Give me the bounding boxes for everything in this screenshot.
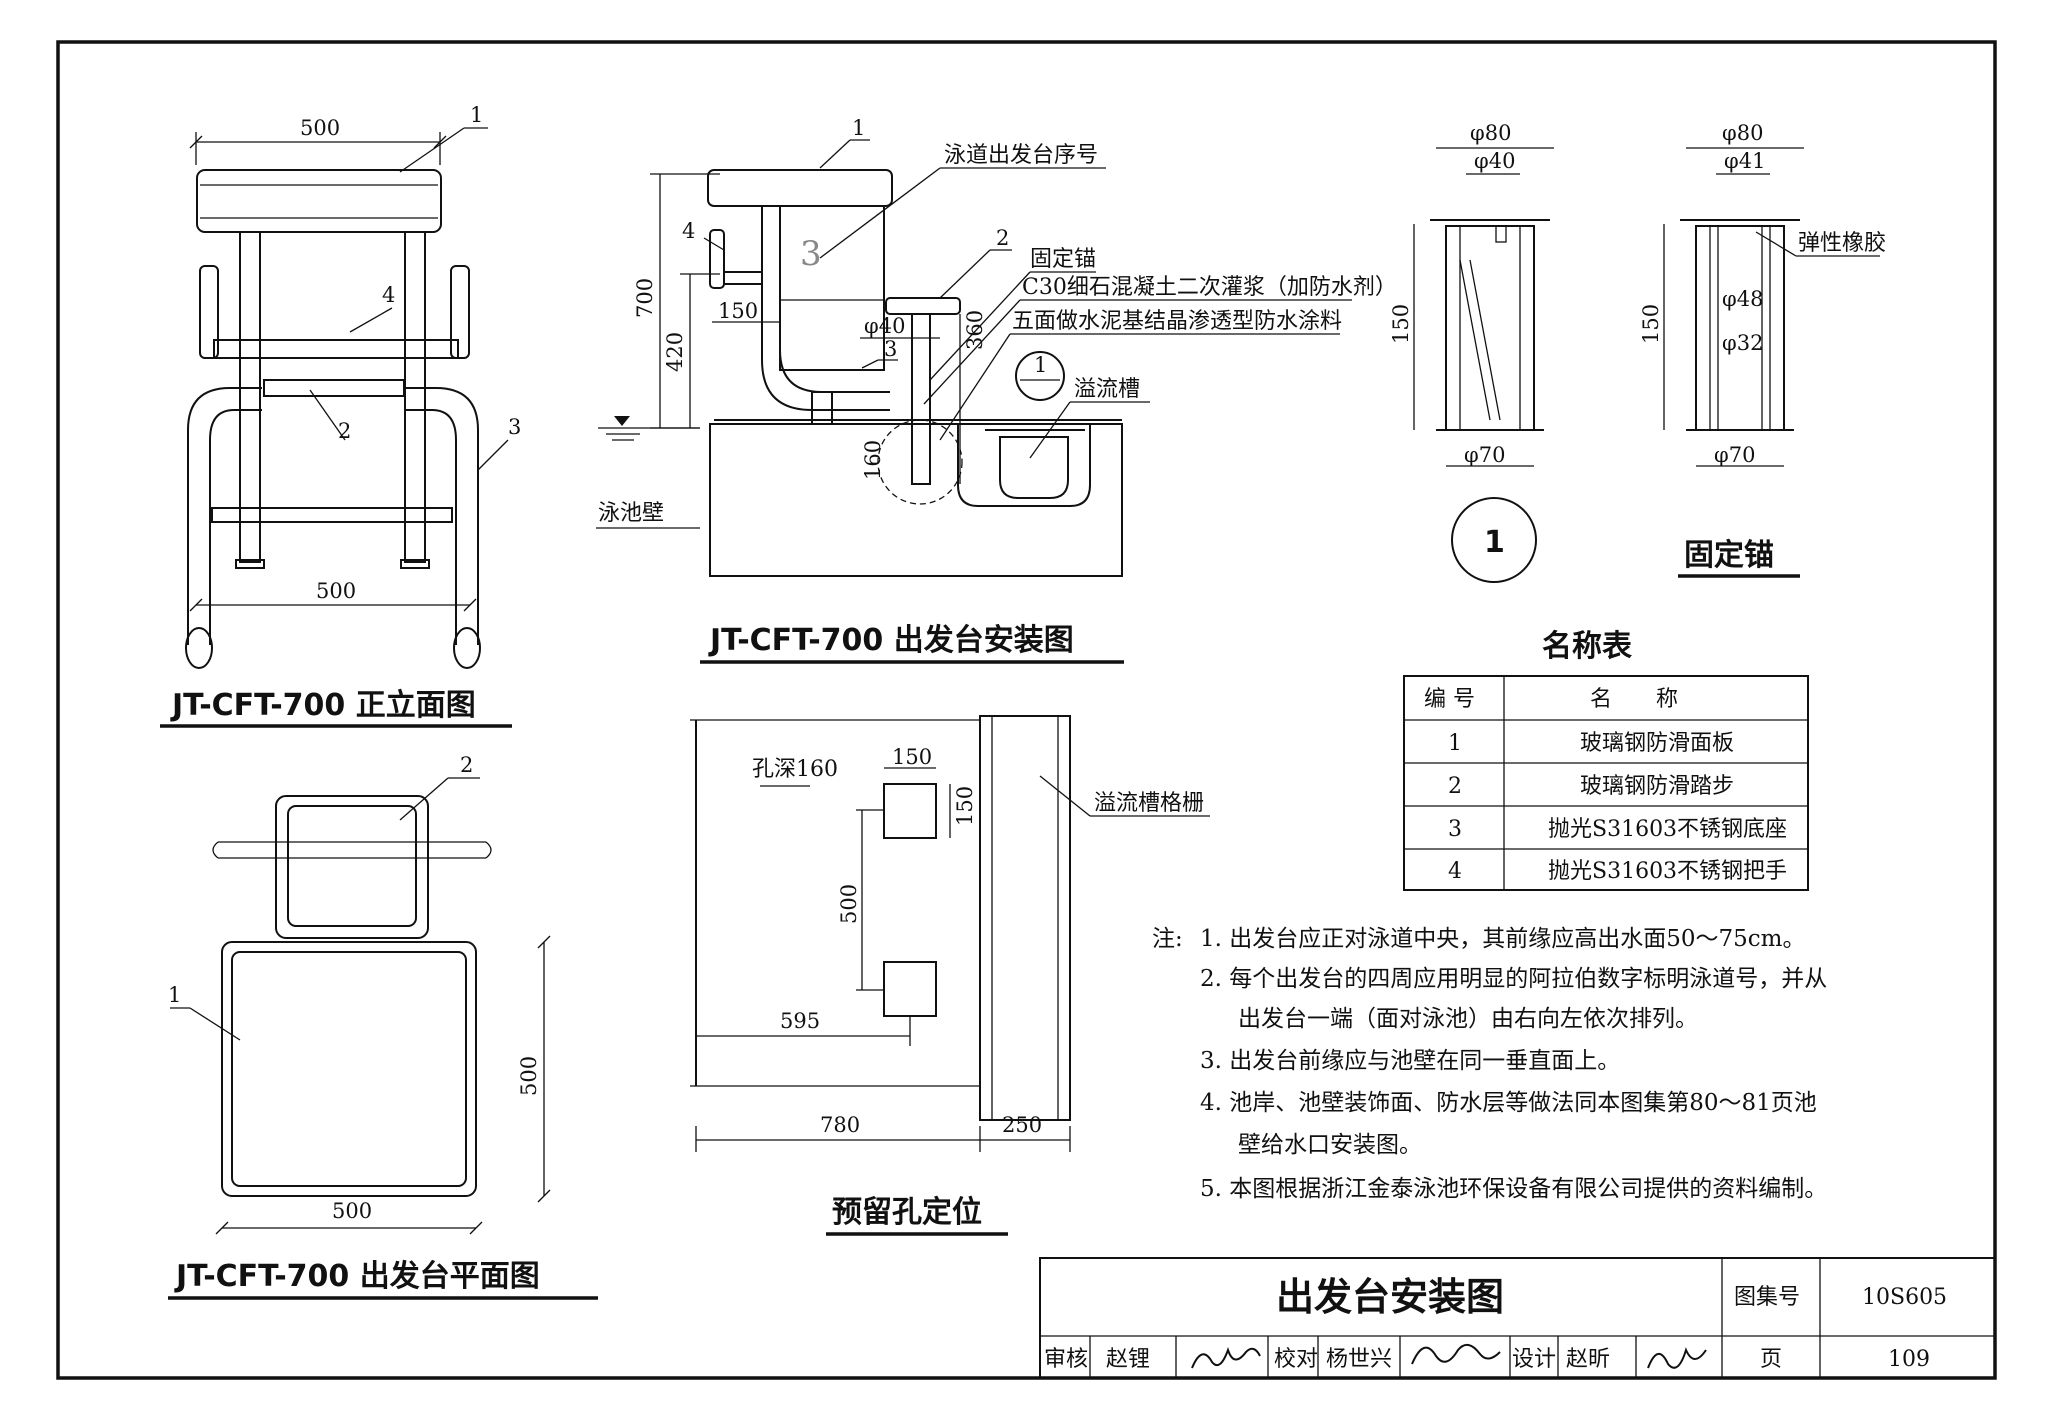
elevation-dim-top: 500 [300,116,340,140]
holes-grate-label: 溢流槽格栅 [1094,791,1204,816]
title-block-page-no: 109 [1888,1347,1930,1372]
holes-dim-150-top: 150 [892,745,932,769]
name-table-header-no: 编 号 [1424,687,1475,712]
holes-dim-500: 500 [837,884,861,924]
elevation-title: JT-CFT-700 正立面图 [170,688,476,723]
install-dim-700: 700 [633,278,657,318]
install-lane-number: 3 [800,234,822,274]
notes-line-7: 5. 本图根据浙江金泰泳池环保设备有限公司提供的资料编制。 [1200,1176,1827,1202]
install-callout-2: 2 [996,226,1009,250]
name-table: 名称表 编 号 名 称 1 玻璃钢防滑面板 2 玻璃钢防滑踏步 3 抛光S316… [1403,629,1809,891]
anchor-detail: φ80 φ40 150 φ70 φ80 φ41 150 φ48 φ32 φ70 … [1389,121,1886,583]
install-dim-360: 360 [963,310,987,350]
install-dim-phi40: φ40 [864,314,905,338]
plan-title: JT-CFT-700 出发台平面图 [174,1259,540,1294]
elevation-callout-4: 4 [382,283,395,307]
title-block-design-name: 赵昕 [1566,1347,1610,1372]
name-table-row-3-no: 3 [1448,817,1462,842]
hole-location-view: 150 150 500 595 780 250 孔深160 溢流槽格栅 预留孔定… [690,715,1210,1236]
anchor-right-dim-phi41: φ41 [1724,149,1765,173]
check-signature [1411,1343,1501,1365]
holes-title: 预留孔定位 [832,1195,982,1230]
anchor-right-dim-phi80: φ80 [1722,121,1763,145]
install-lane-number-label: 泳道出发台序号 [944,143,1098,168]
install-title: JT-CFT-700 出发台安装图 [708,623,1074,658]
elevation-view: 500 500 1 4 2 3 [160,103,521,728]
title-block-title: 出发台安装图 [1276,1275,1504,1319]
install-dim-160: 160 [861,440,885,480]
name-table-row-1-no: 1 [1448,731,1462,756]
plan-view: 2 1 500 500 JT-CFT-700 出发台平面图 [168,753,598,1300]
title-block-atlas-label: 图集号 [1734,1285,1800,1310]
notes-line-1: 1. 出发台应正对泳道中央，其前缘应高出水面50～75cm。 [1200,926,1805,952]
name-table-row-2-no: 2 [1448,774,1462,799]
plan-callout-2: 2 [460,753,473,777]
name-table-row-2-name: 玻璃钢防滑踏步 [1580,774,1734,799]
anchor-left-dim-phi70: φ70 [1464,443,1505,467]
install-callout-1: 1 [852,116,865,140]
install-dim-420: 420 [663,332,687,372]
name-table-row-4-no: 4 [1448,859,1462,884]
installation-view: 3 700 420 150 φ40 360 160 1 2 3 4 [596,116,1397,664]
holes-dim-250: 250 [1002,1113,1042,1137]
title-block-design-label: 设计 [1512,1347,1556,1372]
install-overflow-label: 溢流槽 [1074,377,1140,402]
notes-line-5: 4. 池岸、池壁装饰面、防水层等做法同本图集第80～81页池 [1200,1090,1817,1116]
title-block-atlas-no: 10S605 [1862,1285,1947,1310]
install-callout-3: 3 [884,337,897,361]
anchor-rubber-label: 弹性橡胶 [1798,231,1886,256]
anchor-detail-number: 1 [1484,525,1505,560]
notes-prefix: 注: [1152,926,1183,952]
name-table-row-4-name: 抛光S31603不锈钢把手 [1548,859,1787,884]
title-block-page-label: 页 [1760,1347,1782,1372]
anchor-title: 固定锚 [1684,538,1774,573]
install-coating-label: 五面做水泥基结晶渗透型防水涂料 [1012,309,1342,334]
anchor-left-dim-150: 150 [1389,304,1413,344]
holes-dim-780: 780 [820,1113,860,1137]
notes-line-2: 2. 每个出发台的四周应用明显的阿拉伯数字标明泳道号，并从 [1200,966,1827,992]
title-block-check-label: 校对 [1274,1347,1318,1372]
elevation-callout-3: 3 [508,415,521,439]
review-signature [1191,1346,1261,1369]
title-block-check-name: 杨世兴 [1326,1347,1392,1372]
holes-depth-label: 孔深160 [752,757,838,782]
install-callout-4: 4 [682,219,695,243]
anchor-right-dim-150: 150 [1639,304,1663,344]
notes-line-3: 出发台一端（面对泳池）由右向左依次排列。 [1238,1006,1698,1032]
name-table-row-1-name: 玻璃钢防滑面板 [1580,731,1734,756]
name-table-row-3-name: 抛光S31603不锈钢底座 [1548,817,1787,842]
plan-dim-right: 500 [517,1056,541,1096]
install-detail-mark: 1 [1034,353,1047,377]
holes-dim-150-side: 150 [953,786,977,826]
title-block-review-name: 赵锂 [1106,1347,1150,1372]
install-anchor-label: 固定锚 [1030,247,1096,272]
name-table-title: 名称表 [1542,629,1632,664]
title-block-review-label: 审核 [1044,1347,1088,1372]
elevation-dim-bottom: 500 [316,579,356,603]
install-grout-label: C30细石混凝土二次灌浆（加防水剂） [1022,275,1397,300]
sheet-border [56,40,1997,1380]
notes-line-4: 3. 出发台前缘应与池壁在同一垂直面上。 [1200,1048,1620,1074]
anchor-right-dim-phi48: φ48 [1722,287,1763,311]
anchor-left-dim-phi40: φ40 [1474,149,1515,173]
design-signature [1647,1347,1707,1369]
notes: 注: 1. 出发台应正对泳道中央，其前缘应高出水面50～75cm。 2. 每个出… [1152,926,1827,1202]
anchor-left-dim-phi80: φ80 [1470,121,1511,145]
elevation-callout-2: 2 [338,419,351,443]
install-dim-150: 150 [718,299,758,323]
anchor-right-dim-phi70: φ70 [1714,443,1755,467]
title-block: 出发台安装图 图集号 10S605 页 109 审核 赵锂 校对 杨世兴 设计 … [1039,1257,1996,1379]
anchor-right-dim-phi32: φ32 [1722,331,1763,355]
name-table-header-name: 名 称 [1590,687,1678,712]
notes-line-6: 壁给水口安装图。 [1238,1132,1422,1158]
install-wall-label: 泳池壁 [598,501,664,526]
elevation-callout-1: 1 [470,103,483,127]
plan-dim-bottom: 500 [332,1199,372,1223]
holes-dim-595: 595 [780,1009,820,1033]
plan-callout-1: 1 [168,983,181,1007]
